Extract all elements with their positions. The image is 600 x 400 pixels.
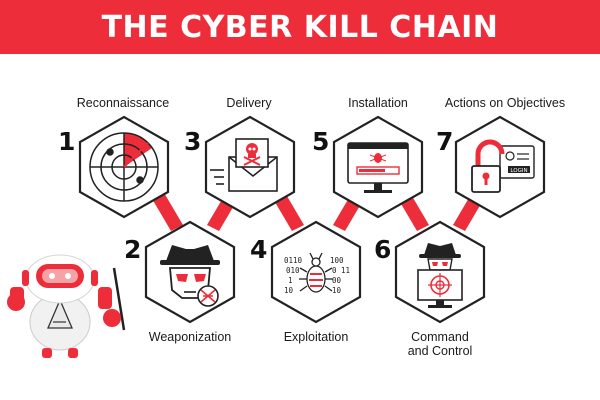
step-label-7: Actions on Objectives bbox=[444, 96, 566, 110]
svg-text:1: 1 bbox=[288, 276, 293, 285]
robot-mascot-icon bbox=[7, 254, 126, 358]
step-label-6: Command and Control bbox=[407, 330, 473, 358]
infected-monitor-icon bbox=[347, 142, 409, 193]
malicious-email-icon bbox=[210, 138, 278, 192]
radar-icon bbox=[89, 132, 159, 202]
step-number-3: 3 bbox=[184, 127, 201, 156]
svg-text:10: 10 bbox=[332, 286, 342, 295]
svg-text:00: 00 bbox=[332, 276, 342, 285]
binary-right-column: 100 0 11 00 10 bbox=[330, 256, 350, 295]
title-banner: THE CYBER KILL CHAIN bbox=[0, 0, 600, 54]
svg-text:0 11: 0 11 bbox=[332, 266, 350, 275]
step-label-4: Exploitation bbox=[283, 330, 349, 344]
step-number-1: 1 bbox=[58, 127, 75, 156]
svg-text:010: 010 bbox=[286, 266, 300, 275]
login-label: LOGIN bbox=[510, 168, 527, 174]
binary-left-column: 0110 010 1 10 bbox=[284, 256, 303, 295]
step-number-5: 5 bbox=[312, 127, 329, 156]
unlocked-login-icon: LOGIN bbox=[471, 139, 535, 193]
page-title: THE CYBER KILL CHAIN bbox=[101, 9, 499, 45]
step-number-4: 4 bbox=[250, 235, 267, 264]
svg-text:10: 10 bbox=[284, 286, 294, 295]
step-label-2: Weaponization bbox=[148, 330, 232, 344]
hacker-skull-icon bbox=[160, 245, 220, 307]
step-label-1: Reconnaissance bbox=[76, 96, 170, 110]
step-number-2: 2 bbox=[124, 235, 141, 264]
hacker-target-monitor-icon bbox=[417, 243, 463, 308]
binary-bug-icon: 0110 010 1 10 100 0 11 00 10 bbox=[284, 252, 350, 295]
step-label-3: Delivery bbox=[226, 96, 272, 110]
svg-text:0110: 0110 bbox=[284, 256, 303, 265]
step-number-6: 6 bbox=[374, 235, 391, 264]
step-number-7: 7 bbox=[436, 127, 453, 156]
step-label-5: Installation bbox=[348, 96, 408, 110]
svg-text:100: 100 bbox=[330, 256, 344, 265]
connector-1-2 bbox=[151, 191, 183, 231]
